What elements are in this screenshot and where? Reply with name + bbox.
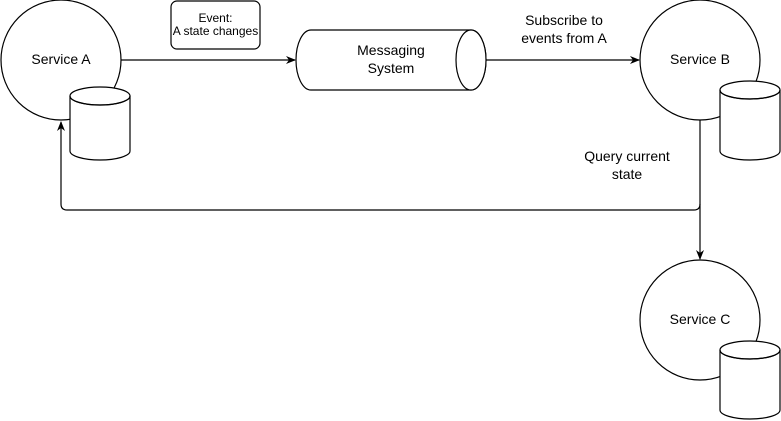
query-label-line1: Query current (584, 148, 670, 164)
messaging-label-line2: System (367, 59, 415, 76)
subscribe-label: Subscribe to events from A (496, 12, 632, 47)
service-a-database-icon (69, 86, 131, 161)
subscribe-label-line1: Subscribe to (525, 12, 603, 28)
subscribe-label-line2: events from A (521, 29, 607, 46)
service-b-label: Service B (670, 51, 730, 67)
service-b-database-icon (719, 80, 781, 161)
query-label-line2: state (611, 165, 643, 182)
event-label: Event: A state changes (171, 11, 260, 39)
messaging-system-label: Messaging System (326, 42, 456, 77)
service-c-database-icon (719, 340, 781, 420)
service-c-label: Service C (669, 311, 731, 327)
messaging-label-line1: Messaging (357, 42, 425, 58)
service-a-label: Service A (31, 51, 91, 67)
event-box (170, 0, 261, 50)
event-label-line1: Event: (198, 11, 233, 25)
event-label-line2: A state changes (172, 24, 259, 39)
query-label: Query current state (570, 148, 684, 183)
messaging-system-node (295, 29, 487, 91)
